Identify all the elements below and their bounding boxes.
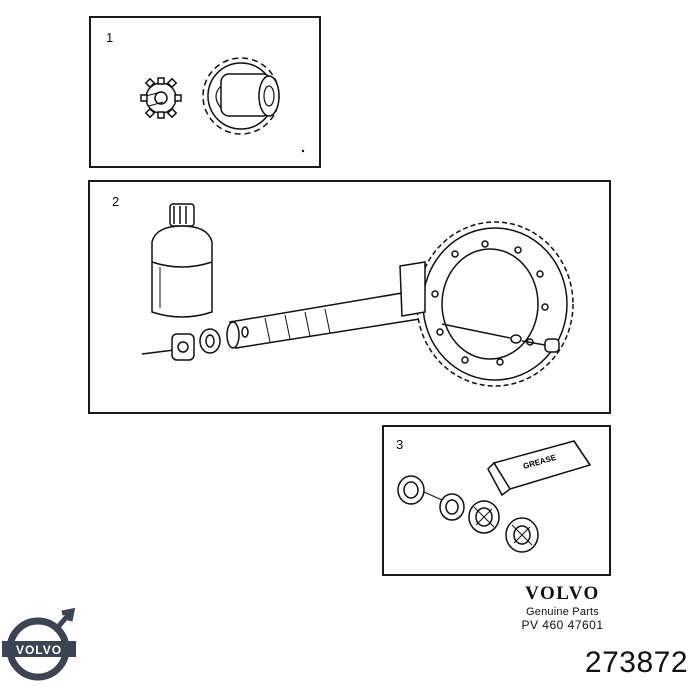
logo-text: VOLVO (16, 643, 62, 657)
nut-and-washer-icon (141, 328, 221, 361)
small-pinion-gear-icon (140, 77, 182, 119)
panel-2: 2 (88, 180, 611, 414)
drive-shaft-illustration (141, 203, 574, 387)
bolt-and-washer-icon (441, 323, 560, 353)
panel-1: 1 (89, 16, 321, 168)
panel-2-number: 2 (112, 194, 120, 209)
panel-1-number: 1 (106, 30, 114, 45)
oil-bottle-icon (151, 203, 213, 318)
grease-tube-icon (487, 440, 592, 497)
panel-3-number: 3 (396, 437, 404, 452)
oil-seal-icon (397, 475, 425, 505)
reference-number: 273872 (584, 646, 688, 679)
bearing-cone-icon (468, 500, 500, 534)
volvo-iron-mark-icon: VOLVO (2, 607, 76, 681)
genuine-parts-label: Genuine Parts (526, 606, 599, 618)
bearing-cup-icon (439, 493, 465, 521)
bearing-cone-icon (505, 517, 539, 553)
ring-gear-icon (399, 221, 574, 387)
pinion-shaft-icon (226, 289, 427, 349)
brand-wordmark: VOLVO (525, 583, 600, 604)
panel-3: 3 GREASE (382, 425, 611, 576)
side-gear-icon (202, 57, 280, 135)
part-number: PV 460 47601 (521, 618, 604, 632)
brand-block: VOLVO Genuine Parts PV 460 47601 (505, 583, 620, 632)
pinion-gear-set-illustration (140, 57, 305, 153)
bearing-kit-illustration: GREASE (397, 440, 592, 553)
